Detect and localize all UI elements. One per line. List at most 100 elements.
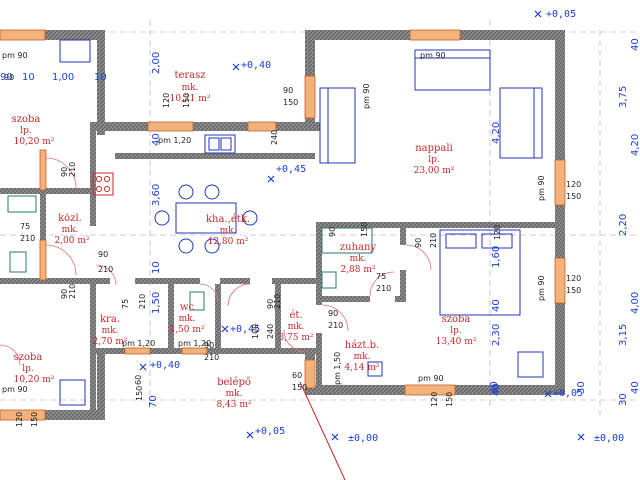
room-mat-haztb: mk. <box>354 352 371 362</box>
bathtub-left-icon <box>7 195 37 213</box>
toilet-left-icon <box>9 251 27 273</box>
room-area-nappali: 23,00 m² <box>414 166 455 176</box>
window-top-left <box>0 29 46 41</box>
furniture <box>7 39 544 406</box>
room-area-konyha: 12,80 m² <box>208 237 249 247</box>
level-top-right: +0,05 <box>546 9 576 20</box>
dim-small: 90 <box>266 299 275 309</box>
desk-icon <box>59 39 91 63</box>
window-nappali-side <box>304 75 316 119</box>
dim-small: 90 <box>328 309 338 318</box>
opening-nappali-side: pm 90 <box>362 83 371 109</box>
window-bottom-mid <box>404 384 456 396</box>
room-mat-terasz: mk. <box>182 83 199 93</box>
dim-small: 210 <box>20 234 35 243</box>
dim-small: 210 <box>376 284 391 293</box>
room-mat-szoba-lb: lp. <box>22 364 34 374</box>
room-name-et: ét. <box>289 310 302 321</box>
room-area-zuhany: 2,88 m² <box>340 265 375 275</box>
room-name-zuhany: zuhany <box>340 242 377 253</box>
dim-small: 150 <box>566 286 581 295</box>
room-mat-zuhany: mk. <box>350 254 367 264</box>
dim-main: 4,20 <box>630 134 640 156</box>
dim-small: 75 <box>376 272 386 281</box>
dim-small: 150 <box>445 392 454 407</box>
dim-main: 40 <box>491 299 502 312</box>
dim-small: 90 <box>328 227 337 237</box>
sofa-left-icon <box>319 87 356 164</box>
dim-main: 40 <box>630 381 640 394</box>
dim-small: 150 <box>182 93 191 108</box>
desk-bottom-icon <box>59 379 86 406</box>
room-name-nappali: nappali <box>415 143 453 154</box>
opening-labels: pm 90 pm 90 pm 90 pm 1,20 pm 90 pm 90 pm… <box>2 51 546 394</box>
dim-small: 150 <box>283 98 298 107</box>
dim-small: 210 <box>138 294 147 309</box>
dim-main: 40 <box>630 38 640 51</box>
door-gaps <box>110 245 406 333</box>
room-name-kozl: közl. <box>58 213 82 224</box>
dim-small: 60 <box>292 371 302 380</box>
level-labels: +0,05 +0,40 +0,45 +0,45 +0,40 +0,05 +0,0… <box>150 9 624 444</box>
dim-small: 120 <box>162 93 171 108</box>
dim-small: 210 <box>429 233 438 248</box>
opening-wc: pm 1,20 <box>178 339 211 348</box>
dim-small: 210 <box>68 284 77 299</box>
room-mat-szoba-r: lp. <box>450 326 462 336</box>
level-markers <box>139 10 585 441</box>
opening-kra: pm 1,20 <box>122 339 155 348</box>
dim-small: 210 <box>68 162 77 177</box>
room-area-terasz: 10,21 m² <box>170 94 211 104</box>
dim-main: 1,50 <box>151 292 162 314</box>
dim-main: 3,60 <box>151 184 162 206</box>
shower-icon <box>321 227 373 254</box>
dim-small: 120 <box>15 412 24 427</box>
level-entry-left: +0,40 <box>150 360 180 371</box>
bedside-icon <box>517 351 544 378</box>
window-terasz-door <box>247 121 277 132</box>
level-ground-right: ±0,00 <box>594 433 624 444</box>
room-name-belepo: belépő <box>217 377 251 388</box>
room-labels: terasz mk. 10,21 m² nappali lp. 23,00 m²… <box>12 70 477 410</box>
room-name-terasz: terasz <box>174 70 205 81</box>
double-bed-icon <box>439 229 521 316</box>
opening-bottom-mid: pm 90 <box>418 374 444 383</box>
dim-small: 90 <box>414 238 423 248</box>
window-left-mid2 <box>39 239 47 281</box>
opening-szoba-right: pm 90 <box>537 275 546 301</box>
dim-small: 90 <box>283 86 293 95</box>
room-mat-kozl: mk. <box>62 225 79 235</box>
level-bottom-right: +0,05 <box>553 388 583 399</box>
dim-small: 90 <box>204 341 214 350</box>
dim-small: 90 <box>4 73 14 82</box>
dim-main: 2,00 <box>151 52 162 74</box>
room-area-kra: 2,70 m² <box>92 337 127 347</box>
window-kra <box>124 347 151 355</box>
level-terasz: +0,40 <box>241 60 271 71</box>
dim-small: 150 <box>360 222 369 237</box>
level-entry: +0,45 <box>230 324 260 335</box>
dim-main: 30 <box>576 381 587 394</box>
dim-main: 4,20 <box>491 122 502 144</box>
dim-main: 1,00 <box>52 72 74 83</box>
dim-small: 90 <box>98 250 108 259</box>
dim-small: 120 <box>566 180 581 189</box>
opening-nappali-right: pm 90 <box>537 175 546 201</box>
dim-main: 3,15 <box>618 324 629 346</box>
opening-haztb: pm 1,50 <box>333 352 342 385</box>
dim-small: 210 <box>204 353 219 362</box>
dim-main: 1,60 <box>491 246 502 268</box>
room-area-kozl: 2,00 m² <box>54 236 89 246</box>
dim-main: 10 <box>94 72 107 83</box>
section-line <box>299 381 346 480</box>
room-mat-et: mk. <box>288 322 305 332</box>
dim-main: 70 <box>148 395 159 408</box>
dim-main: 40 <box>491 383 502 396</box>
room-name-kra: kra. <box>100 314 120 325</box>
dim-small: 210 <box>273 294 282 309</box>
dim-small: 150 <box>135 386 144 401</box>
dim-main: 10 <box>151 261 162 274</box>
level-ground-mid: ±0,00 <box>348 433 378 444</box>
small-dimensions: 90 150 90 120 150 120 150 90 210 90 210 … <box>4 73 581 427</box>
